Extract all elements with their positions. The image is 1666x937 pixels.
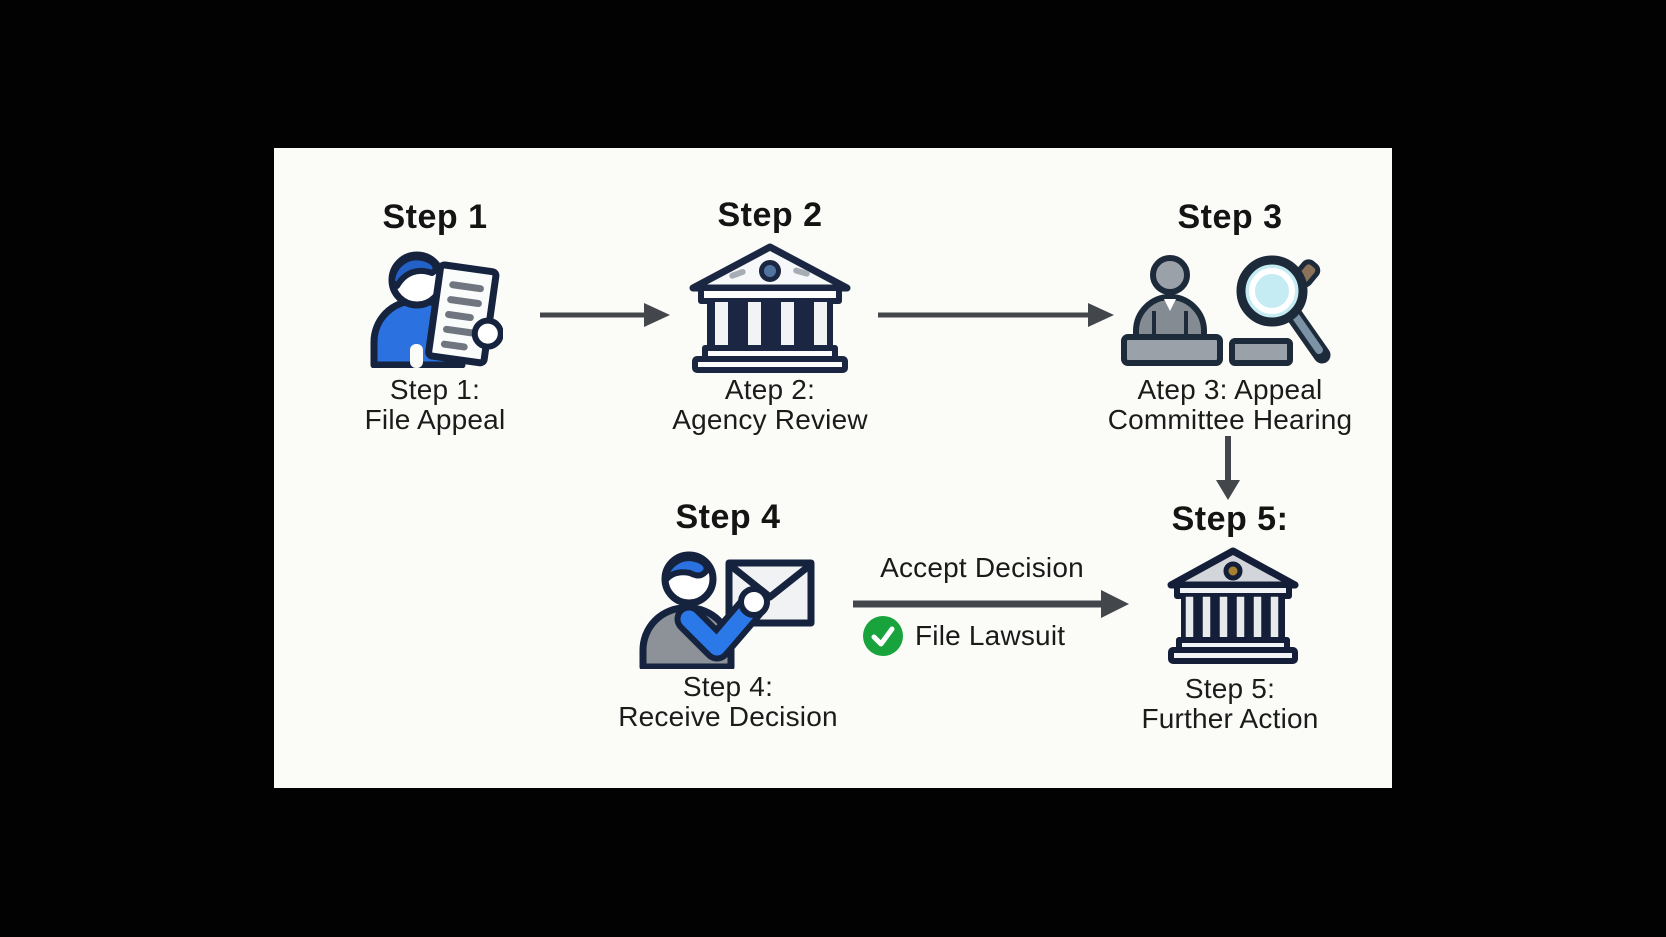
- step-3-caption: Atep 3: Appeal Committee Hearing: [1070, 375, 1390, 435]
- step-2-title: Step 2: [717, 196, 823, 234]
- file-lawsuit-label: File Lawsuit: [915, 620, 1066, 651]
- step-4-caption: Step 4: Receive Decision: [578, 672, 878, 732]
- accept-decision-label: Accept Decision: [880, 552, 1084, 583]
- step-1-caption-line2: File Appeal: [364, 404, 506, 435]
- step-4-title: Step 4: [675, 498, 781, 536]
- judge-magnifier-icon: [1120, 249, 1332, 369]
- arrow-step2-to-step3: [878, 302, 1114, 328]
- step-3-title: Step 3: [1177, 198, 1283, 236]
- step-2-caption-line2: Agency Review: [672, 404, 868, 435]
- person-document-icon: [368, 246, 503, 368]
- step-2-caption: Atep 2: Agency Review: [620, 375, 920, 435]
- arrow-step1-to-step2: [540, 302, 670, 328]
- courthouse-icon: [685, 242, 855, 373]
- check-icon: [863, 616, 903, 656]
- step-4-caption-line1: Step 4:: [682, 671, 774, 702]
- step-4-caption-line2: Receive Decision: [618, 701, 838, 732]
- file-lawsuit-row: File Lawsuit: [863, 616, 1065, 656]
- courthouse-gray-icon: [1163, 547, 1303, 667]
- step-3-caption-line2: Committee Hearing: [1107, 404, 1353, 435]
- person-envelope-icon: [637, 541, 819, 669]
- step-1-caption-line1: Step 1:: [389, 374, 481, 405]
- arrow-step3-to-step5: [1215, 436, 1241, 500]
- step-5-caption: Step 5: Further Action: [1080, 674, 1380, 734]
- step-5-caption-line2: Further Action: [1141, 703, 1319, 734]
- step-5-caption-line1: Step 5:: [1184, 673, 1276, 704]
- step-1-title: Step 1: [382, 198, 488, 236]
- step-1-caption: Step 1: File Appeal: [285, 375, 585, 435]
- step-5-title: Step 5:: [1171, 500, 1289, 538]
- flowchart-card: Step 1: [274, 148, 1392, 788]
- step-2-caption-line1: Atep 2:: [724, 374, 816, 405]
- arrow-step4-to-step5: [853, 589, 1129, 619]
- step-3-caption-line1: Atep 3: Appeal: [1137, 374, 1323, 405]
